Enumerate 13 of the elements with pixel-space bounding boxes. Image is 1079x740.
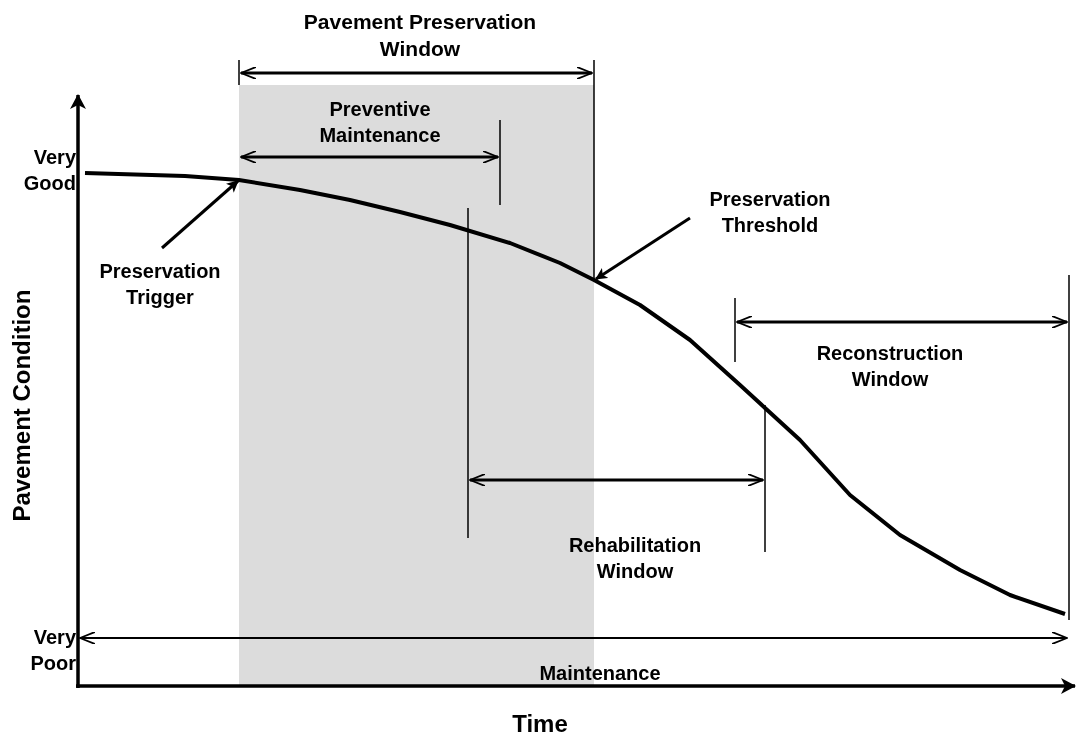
callout-text: Preservation Trigger [75,258,245,310]
label-text: Reconstruction Window [815,341,965,392]
label-text: Rehabilitation Window [567,533,703,584]
label-text: Preventive Maintenance [318,97,442,148]
label-text: Maintenance [538,661,662,686]
leader-arrow [595,216,691,281]
label-text: Pavement Preservation Window [302,9,538,63]
label-text: Time [511,709,569,739]
label-text: Very Good [22,145,76,196]
label-text: Very Poor [29,625,76,676]
axis-title: Pavement Condition [7,288,37,524]
callout-text: Preservation Threshold [680,186,860,238]
leader-arrow [161,179,239,250]
